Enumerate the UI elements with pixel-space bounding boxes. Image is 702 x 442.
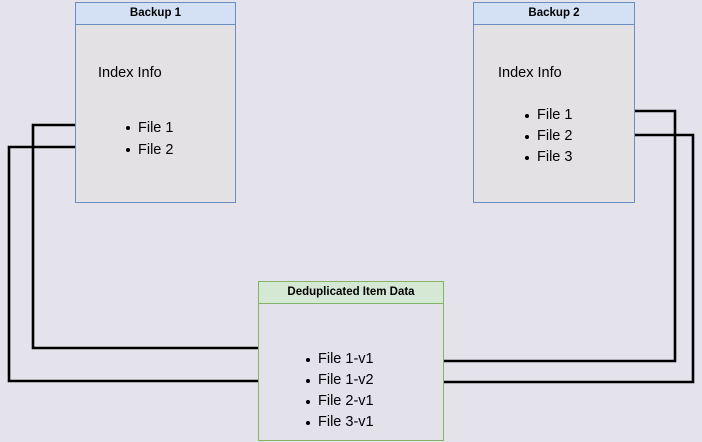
dedup-item-list: File 1-v1 File 1-v2 File 2-v1 File 3-v1 <box>304 349 374 433</box>
node-deduplicated-item-data-title: Deduplicated Item Data <box>259 282 443 304</box>
list-item[interactable]: File 3 <box>523 147 572 168</box>
node-backup-1-body: Index Info File 1 File 2 <box>76 25 235 202</box>
node-backup-2[interactable]: Backup 2 Index Info File 1 File 2 File 3 <box>473 2 635 203</box>
node-backup-1[interactable]: Backup 1 Index Info File 1 File 2 <box>75 2 236 203</box>
node-backup-2-body: Index Info File 1 File 2 File 3 <box>474 25 634 202</box>
backup-1-file-list: File 1 File 2 <box>124 117 173 161</box>
backup-2-file-list: File 1 File 2 File 3 <box>523 105 572 168</box>
node-deduplicated-item-data-body: File 1-v1 File 1-v2 File 2-v1 File 3-v1 <box>259 304 443 440</box>
list-item[interactable]: File 1-v2 <box>304 370 374 391</box>
backup-1-index-info-label: Index Info <box>98 65 162 81</box>
list-item[interactable]: File 1-v1 <box>304 349 374 370</box>
list-item[interactable]: File 2-v1 <box>304 391 374 412</box>
list-item[interactable]: File 1 <box>523 105 572 126</box>
list-item[interactable]: File 2 <box>124 139 173 161</box>
node-deduplicated-item-data[interactable]: Deduplicated Item Data File 1-v1 File 1-… <box>258 281 444 441</box>
list-item[interactable]: File 2 <box>523 126 572 147</box>
node-backup-1-title: Backup 1 <box>76 3 235 25</box>
list-item[interactable]: File 1 <box>124 117 173 139</box>
backup-2-index-info-label: Index Info <box>498 65 562 81</box>
list-item[interactable]: File 3-v1 <box>304 412 374 433</box>
node-backup-2-title: Backup 2 <box>474 3 634 25</box>
